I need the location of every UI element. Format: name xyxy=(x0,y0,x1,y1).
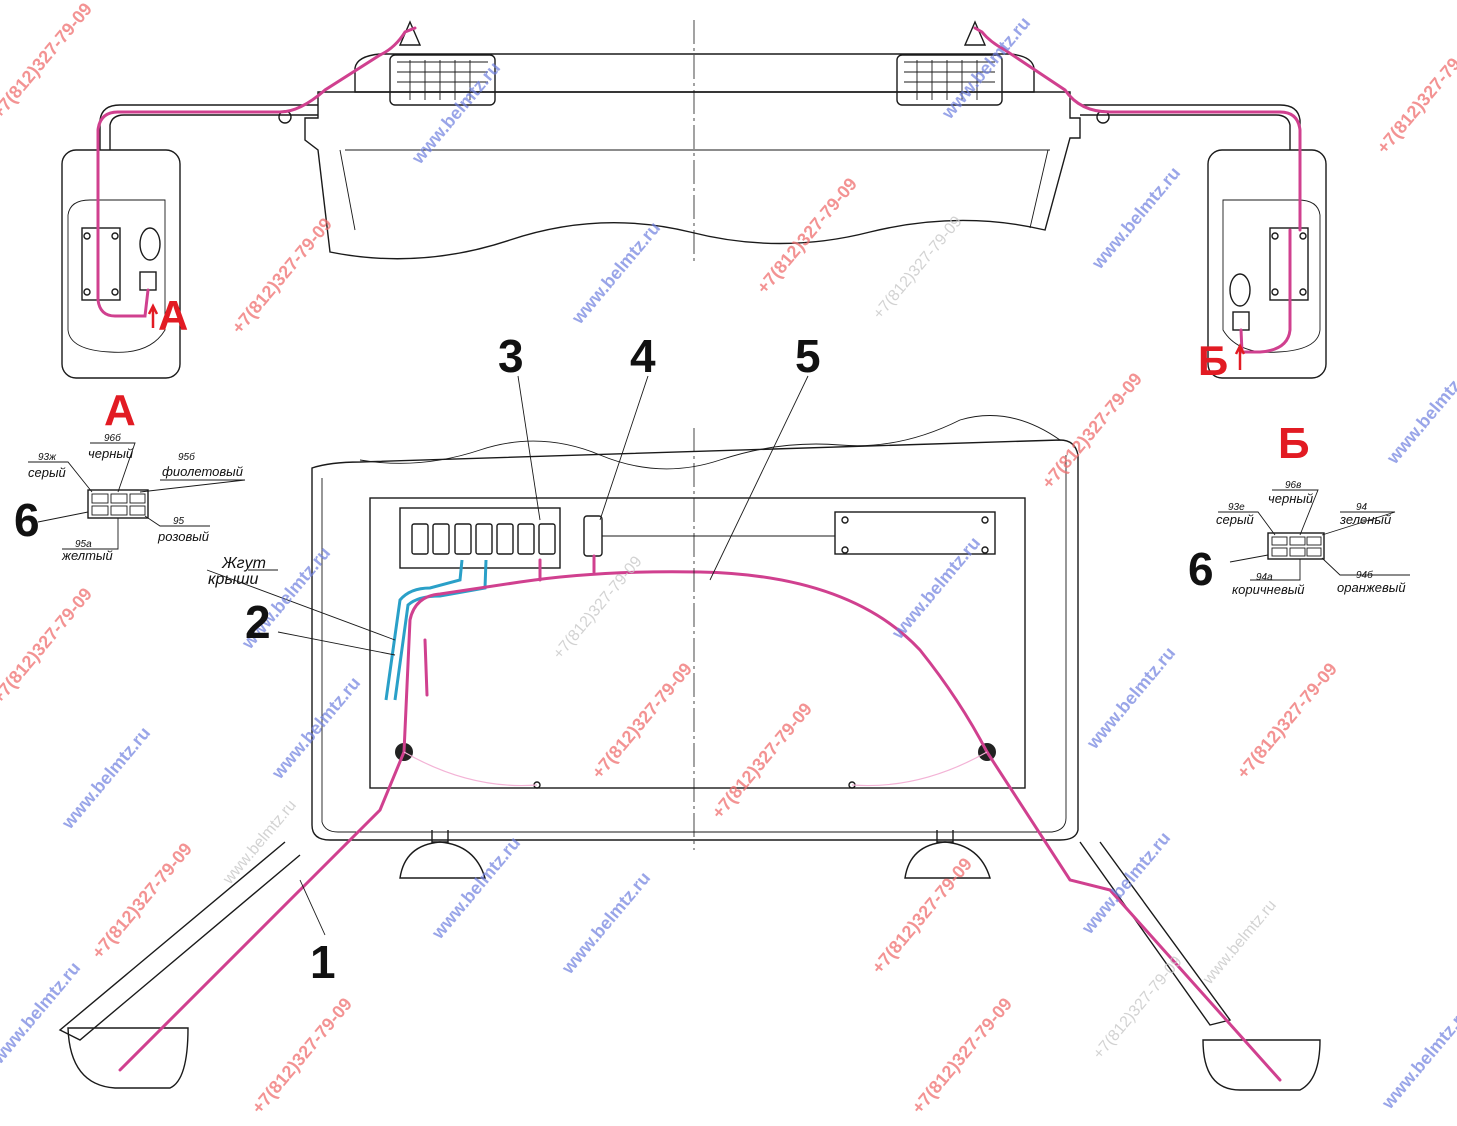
callout-6-left: 6 xyxy=(14,494,40,546)
svg-text:+7(812)327-79-09: +7(812)327-79-09 xyxy=(870,213,966,322)
svg-text:+7(812)327-79-09: +7(812)327-79-09 xyxy=(0,0,96,123)
leader-lines xyxy=(206,375,809,936)
callout-1: 1 xyxy=(310,936,336,988)
svg-text:www.belmtz.ru: www.belmtz.ru xyxy=(1077,828,1174,938)
svg-text:www.belmtz.ru: www.belmtz.ru xyxy=(57,723,154,833)
side-lamp-left xyxy=(67,1027,189,1089)
switch-panel xyxy=(399,507,561,569)
svg-text:www.belmtz.ru: www.belmtz.ru xyxy=(567,218,664,328)
callout-2: 2 xyxy=(245,596,271,648)
roof-lamp-right xyxy=(896,54,1003,106)
main-harness-5 xyxy=(402,570,989,754)
svg-text:+7(812)327-79-09: +7(812)327-79-09 xyxy=(228,214,336,338)
top-wire-left xyxy=(96,26,417,232)
callout-3: 3 xyxy=(498,330,524,382)
conn-b-color-3: зеленый xyxy=(1339,512,1391,527)
view-marker-b: Б xyxy=(1198,337,1228,384)
conn-b-code-2: 96в xyxy=(1285,480,1301,491)
callout-4: 4 xyxy=(630,330,656,382)
roof-lamp-left xyxy=(389,54,496,106)
svg-text:www.belmtz.ru: www.belmtz.ru xyxy=(427,833,524,943)
side-lamp-right xyxy=(1202,1039,1321,1091)
svg-text:www.belmtz.ru: www.belmtz.ru xyxy=(887,533,984,643)
conn-a-code-1: 93ж xyxy=(38,452,57,463)
ceiling-plate xyxy=(834,511,996,555)
roof-harness-blue xyxy=(384,559,464,701)
svg-text:www.belmtz.ru: www.belmtz.ru xyxy=(1377,1003,1457,1113)
conn-b-code-3: 94 xyxy=(1356,502,1368,513)
conn-a-color-5: розовый xyxy=(157,529,209,544)
conn-b-color-2: черный xyxy=(1268,491,1313,506)
svg-text:+7(812)327-79-09: +7(812)327-79-09 xyxy=(753,174,861,298)
svg-text:+7(812)327-79-09: +7(812)327-79-09 xyxy=(868,854,976,978)
svg-text:+7(812)327-79-09: +7(812)327-79-09 xyxy=(1233,659,1341,783)
view-marker-a: А xyxy=(158,292,188,339)
svg-text:+7(812)327-79-09: +7(812)327-79-09 xyxy=(588,659,696,783)
ceiling-view xyxy=(58,415,1321,1091)
svg-text:+7(812)327-79-09: +7(812)327-79-09 xyxy=(0,584,96,708)
svg-text:+7(812)327-79-09: +7(812)327-79-09 xyxy=(1373,34,1457,158)
conn-b-code-1: 93е xyxy=(1228,502,1245,513)
top-wire-right xyxy=(973,26,1302,232)
conn-a-color-2: черный xyxy=(88,446,133,461)
conn-a-code-2: 96б xyxy=(104,432,121,444)
svg-text:+7(812)327-79-09: +7(812)327-79-09 xyxy=(1038,369,1146,493)
conn-a-code-3: 95б xyxy=(178,451,195,463)
harness-label-line2: крыши xyxy=(208,571,259,588)
callout-5: 5 xyxy=(795,330,821,382)
callout-6-right: 6 xyxy=(1188,543,1214,595)
harness-label-line1: Жгут xyxy=(221,555,266,572)
svg-text:www.belmtz.ru: www.belmtz.ru xyxy=(1382,358,1457,468)
view-title-b: Б xyxy=(1278,419,1310,468)
svg-text:www.belmtz.ru: www.belmtz.ru xyxy=(407,58,504,168)
conn-a-code-5: 95 xyxy=(173,516,185,527)
roof-top-view xyxy=(61,20,1327,379)
conn-a-code-4: 95а xyxy=(75,539,92,550)
conn-a-color-3: фиолетовый xyxy=(162,464,243,479)
mirror-left xyxy=(61,149,181,379)
svg-text:www.belmtz.ru: www.belmtz.ru xyxy=(1087,163,1184,273)
conn-a-color-4: желтый xyxy=(61,548,113,563)
svg-text:www.belmtz.ru: www.belmtz.ru xyxy=(557,868,654,978)
svg-text:www.belmtz.ru: www.belmtz.ru xyxy=(267,673,364,783)
svg-text:+7(812)327-79-09: +7(812)327-79-09 xyxy=(708,699,816,823)
view-title-a: А xyxy=(104,386,136,435)
svg-text:www.belmtz.ru: www.belmtz.ru xyxy=(937,13,1034,123)
connector-detail-a xyxy=(28,442,246,550)
svg-text:+7(812)327-79-09: +7(812)327-79-09 xyxy=(88,839,196,963)
conn-b-color-4: коричневый xyxy=(1232,582,1305,597)
svg-text:+7(812)327-79-09: +7(812)327-79-09 xyxy=(248,994,356,1118)
svg-text:www.belmtz.ru: www.belmtz.ru xyxy=(219,797,300,888)
connector-detail-b xyxy=(1218,489,1410,581)
conn-b-code-4: 94а xyxy=(1256,572,1273,583)
conn-a-color-1: серый xyxy=(28,465,66,480)
connector-4-housing xyxy=(583,515,603,557)
svg-text:www.belmtz.ru: www.belmtz.ru xyxy=(1199,897,1280,988)
conn-b-color-5: оранжевый xyxy=(1337,580,1406,595)
svg-text:+7(812)327-79-09: +7(812)327-79-09 xyxy=(1090,953,1186,1062)
conn-b-code-5: 94б xyxy=(1356,569,1373,581)
svg-text:www.belmtz.ru: www.belmtz.ru xyxy=(1082,643,1179,753)
svg-text:+7(812)327-79-09: +7(812)327-79-09 xyxy=(550,553,646,662)
svg-text:+7(812)327-79-09: +7(812)327-79-09 xyxy=(908,994,1016,1118)
conn-b-color-1: серый xyxy=(1216,512,1254,527)
